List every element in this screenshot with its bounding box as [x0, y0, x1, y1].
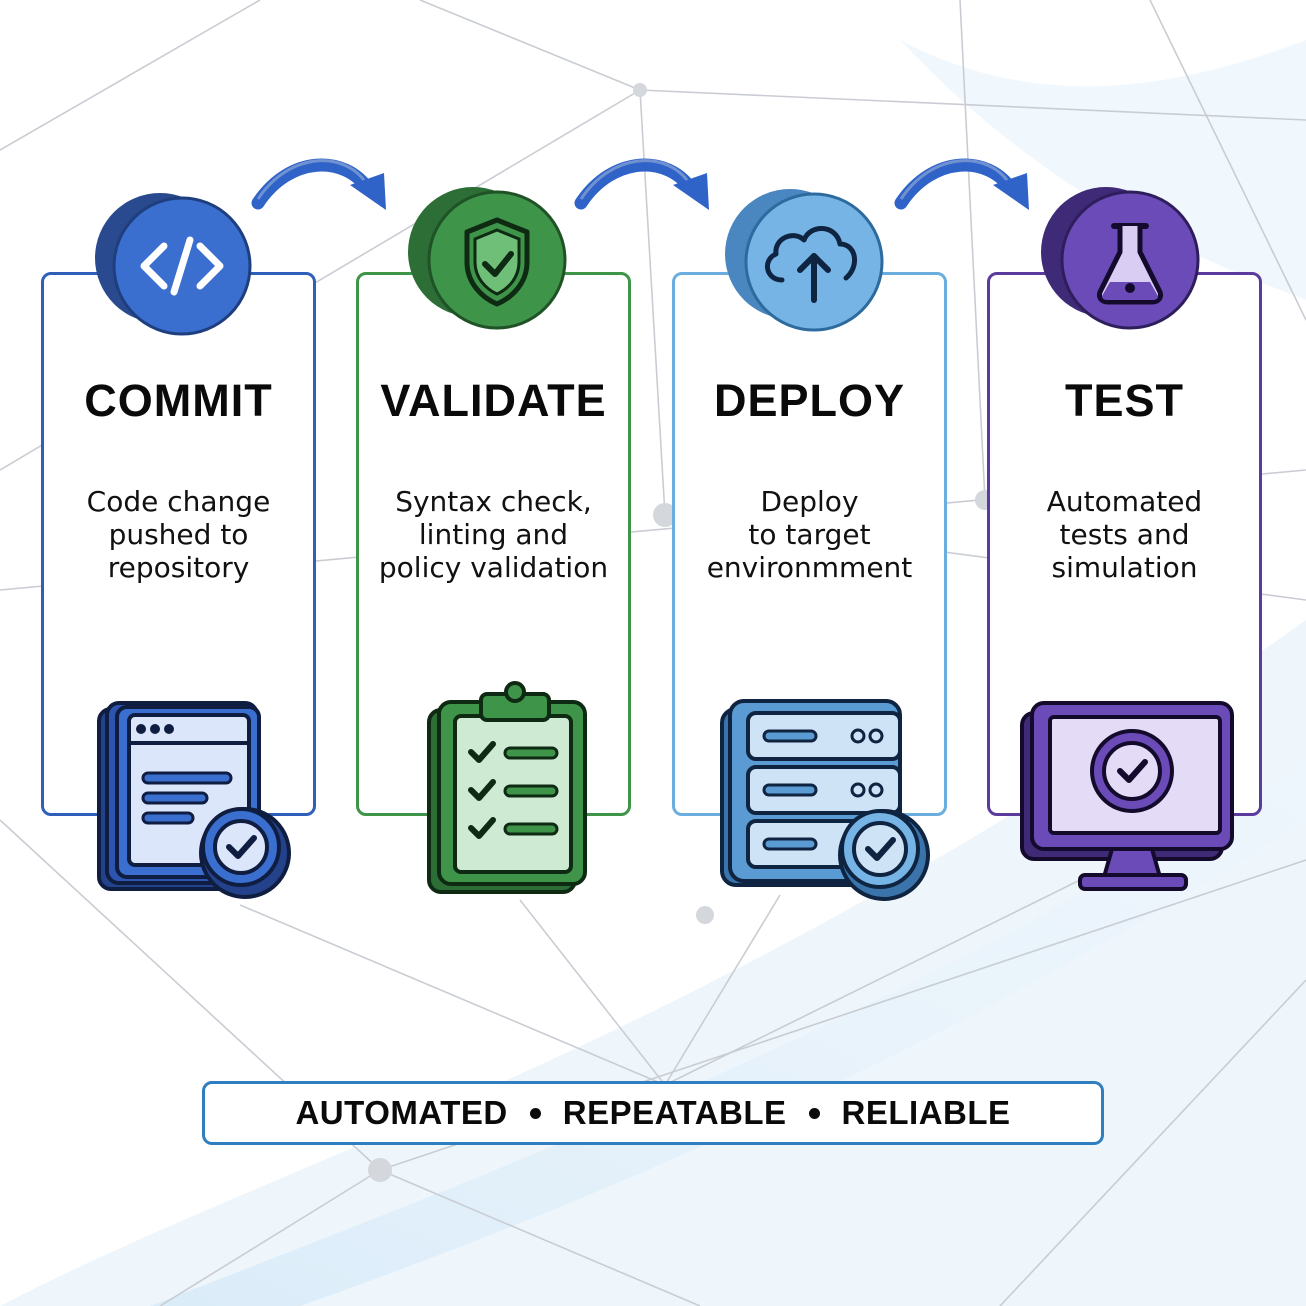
step-description: Deploy to target environmment	[706, 485, 913, 584]
monitor-check-icon	[1020, 701, 1234, 891]
step-title: DEPLOY	[713, 375, 906, 426]
bullet-dot-icon	[529, 1107, 541, 1119]
banner-item-repeatable: REPEATABLE	[562, 1094, 787, 1131]
step-title: VALIDATE	[380, 375, 607, 426]
browser-window-check-icon	[97, 701, 291, 899]
cloud-upload-icon	[725, 189, 884, 332]
step-card-commit: COMMIT Code change pushed to repository	[41, 272, 316, 816]
clipboard-checklist-icon	[427, 681, 587, 894]
step-description: Syntax check, linting and policy validat…	[378, 485, 609, 584]
step-description: Code change pushed to repository	[86, 485, 271, 584]
step-description: Automated tests and simulation	[1046, 485, 1203, 584]
principles-banner: AUTOMATED REPEATABLE RELIABLE	[202, 1081, 1104, 1145]
server-stack-check-icon	[720, 699, 930, 901]
banner-item-reliable: RELIABLE	[841, 1094, 1011, 1131]
arrow-commit-to-validate	[251, 158, 386, 210]
banner-item-automated: AUTOMATED	[295, 1094, 508, 1131]
step-title: TEST	[1064, 375, 1184, 426]
code-icon	[95, 193, 252, 336]
flask-icon	[1041, 187, 1200, 330]
step-title: COMMIT	[84, 375, 273, 426]
arrow-validate-to-deploy	[574, 158, 709, 210]
bullet-dot-icon	[808, 1107, 820, 1119]
shield-check-icon	[408, 187, 567, 330]
arrow-deploy-to-test	[894, 158, 1029, 210]
